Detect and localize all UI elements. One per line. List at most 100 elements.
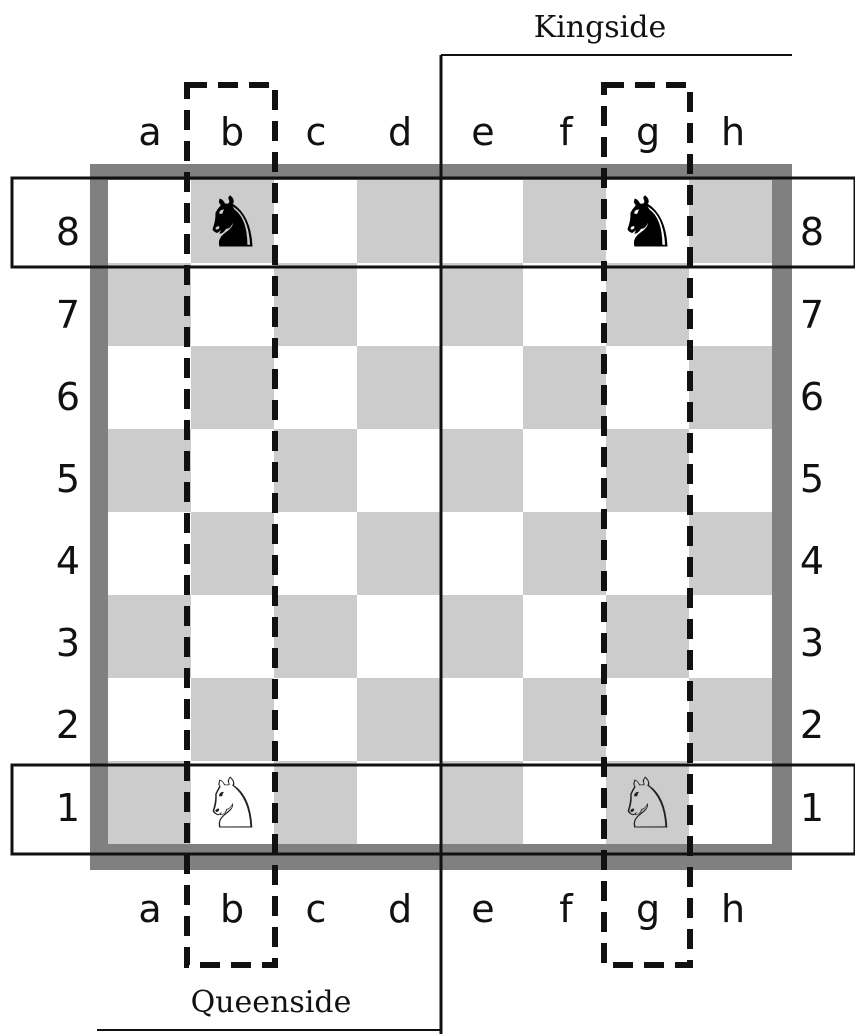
- square-d5: [357, 429, 440, 512]
- file-label-d-bottom: d: [388, 887, 412, 931]
- square-f5: [523, 429, 606, 512]
- rank-label-3-left: 3: [56, 621, 80, 665]
- black-knight-g8: ♞: [616, 182, 679, 264]
- square-h5: [689, 429, 772, 512]
- square-d6: [357, 346, 440, 429]
- rank-label-5-left: 5: [56, 457, 80, 501]
- file-label-c-top: c: [306, 110, 327, 154]
- square-f7: [523, 263, 606, 346]
- rank-label-8-right: 8: [800, 210, 824, 254]
- square-a4: [108, 512, 191, 595]
- rank-label-7-right: 7: [800, 293, 824, 337]
- square-d1: [357, 761, 440, 844]
- square-a5: [108, 429, 191, 512]
- file-label-a-top: a: [138, 110, 161, 154]
- rank-label-8-left: 8: [56, 210, 80, 254]
- square-a1: [108, 761, 191, 844]
- square-c7: [274, 263, 357, 346]
- rank-label-3-right: 3: [800, 621, 824, 665]
- square-b3: [191, 595, 274, 678]
- square-c8: [274, 180, 357, 263]
- rank-label-6-right: 6: [800, 375, 824, 419]
- rank-label-1-right: 1: [800, 786, 824, 830]
- square-c3: [274, 595, 357, 678]
- square-g3: [606, 595, 689, 678]
- file-label-f-bottom: f: [559, 887, 574, 931]
- file-label-e-top: e: [471, 110, 494, 154]
- rank-label-2-right: 2: [800, 703, 824, 747]
- square-h8: [689, 180, 772, 263]
- square-h4: [689, 512, 772, 595]
- square-g5: [606, 429, 689, 512]
- square-b5: [191, 429, 274, 512]
- square-e7: [440, 263, 523, 346]
- rank-labels-left: 8 7 6 5 4 3 2 1: [56, 210, 80, 830]
- square-h3: [689, 595, 772, 678]
- black-knight-b8: ♞: [201, 182, 264, 264]
- square-g7: [606, 263, 689, 346]
- file-label-h-bottom: h: [721, 887, 745, 931]
- square-a2: [108, 678, 191, 761]
- square-f1: [523, 761, 606, 844]
- file-label-d-top: d: [388, 110, 412, 154]
- file-label-g-bottom: g: [636, 887, 660, 931]
- file-label-a-bottom: a: [138, 887, 161, 931]
- rank-labels-right: 8 7 6 5 4 3 2 1: [800, 210, 824, 830]
- kingside-label: Kingside: [534, 10, 666, 45]
- square-d2: [357, 678, 440, 761]
- rank-label-5-right: 5: [800, 457, 824, 501]
- square-f6: [523, 346, 606, 429]
- queenside-label: Queenside: [191, 985, 352, 1020]
- square-a3: [108, 595, 191, 678]
- rank-label-7-left: 7: [56, 293, 80, 337]
- file-label-c-bottom: c: [306, 887, 327, 931]
- square-h1: [689, 761, 772, 844]
- file-label-b-top: b: [220, 110, 244, 154]
- square-g4: [606, 512, 689, 595]
- square-c5: [274, 429, 357, 512]
- square-c1: [274, 761, 357, 844]
- square-c4: [274, 512, 357, 595]
- square-a7: [108, 263, 191, 346]
- square-b7: [191, 263, 274, 346]
- white-knight-b1: ♘: [201, 763, 264, 845]
- square-f3: [523, 595, 606, 678]
- square-h7: [689, 263, 772, 346]
- square-a6: [108, 346, 191, 429]
- rank-label-1-left: 1: [56, 786, 80, 830]
- square-b6: [191, 346, 274, 429]
- square-e8: [440, 180, 523, 263]
- square-a8: [108, 180, 191, 263]
- square-f8: [523, 180, 606, 263]
- square-e4: [440, 512, 523, 595]
- square-e6: [440, 346, 523, 429]
- rank-label-6-left: 6: [56, 375, 80, 419]
- square-b4: [191, 512, 274, 595]
- square-d3: [357, 595, 440, 678]
- square-d7: [357, 263, 440, 346]
- file-label-f-top: f: [559, 110, 574, 154]
- square-f2: [523, 678, 606, 761]
- square-e2: [440, 678, 523, 761]
- file-label-g-top: g: [636, 110, 660, 154]
- square-g2: [606, 678, 689, 761]
- square-e3: [440, 595, 523, 678]
- square-c2: [274, 678, 357, 761]
- square-c6: [274, 346, 357, 429]
- square-b2: [191, 678, 274, 761]
- rank-label-4-left: 4: [56, 539, 80, 583]
- square-g6: [606, 346, 689, 429]
- rank-label-2-left: 2: [56, 703, 80, 747]
- white-knight-g1: ♘: [616, 763, 679, 845]
- square-e1: [440, 761, 523, 844]
- square-h6: [689, 346, 772, 429]
- file-label-h-top: h: [721, 110, 745, 154]
- file-label-b-bottom: b: [220, 887, 244, 931]
- square-f4: [523, 512, 606, 595]
- square-d8: [357, 180, 440, 263]
- file-label-e-bottom: e: [471, 887, 494, 931]
- rank-label-4-right: 4: [800, 539, 824, 583]
- square-h2: [689, 678, 772, 761]
- square-e5: [440, 429, 523, 512]
